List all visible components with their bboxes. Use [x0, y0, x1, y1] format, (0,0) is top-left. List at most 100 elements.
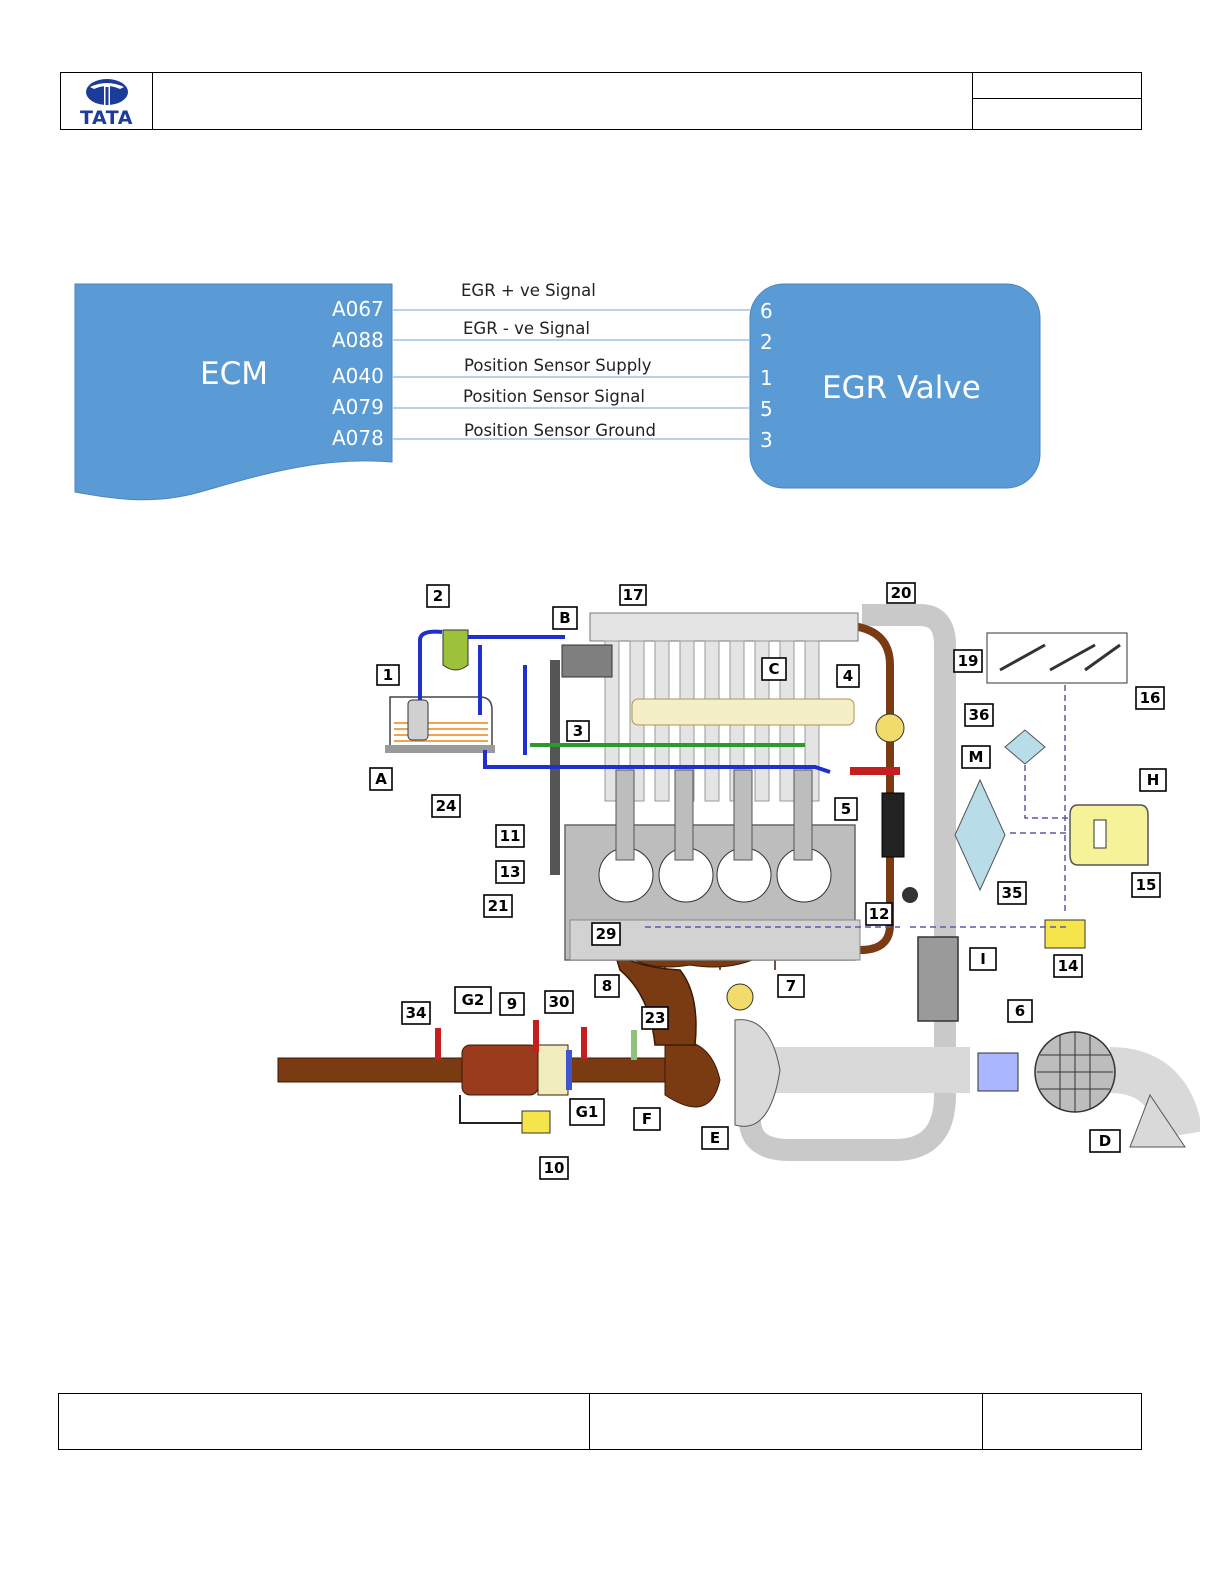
callout-7: 7	[777, 974, 805, 998]
svg-text:A: A	[375, 770, 387, 788]
footer-left-cell	[59, 1394, 590, 1449]
callout-F: F	[633, 1107, 661, 1131]
callout-10: 10	[539, 1156, 569, 1180]
callout-24: 24	[431, 794, 461, 818]
egr-valve-box	[749, 283, 1041, 489]
svg-text:24: 24	[436, 797, 457, 815]
callout-D: D	[1089, 1129, 1121, 1153]
svg-text:2: 2	[433, 587, 443, 605]
maf-sensor	[977, 1052, 1019, 1092]
header-title-cell	[153, 73, 973, 129]
svg-text:12: 12	[869, 905, 890, 923]
intake-manifold	[589, 612, 859, 642]
svg-text:8: 8	[602, 977, 612, 995]
svg-text:29: 29	[596, 925, 617, 943]
ecm-box	[74, 283, 393, 501]
svg-text:7: 7	[786, 977, 796, 995]
fuel-filter	[442, 629, 469, 671]
svg-text:D: D	[1099, 1132, 1111, 1150]
svg-text:11: 11	[500, 827, 521, 845]
callout-29: 29	[591, 922, 621, 946]
fuel-rail	[631, 698, 855, 726]
svg-text:G2: G2	[462, 991, 485, 1009]
callout-19: 19	[953, 649, 983, 673]
svg-text:5: 5	[841, 800, 851, 818]
svg-text:17: 17	[623, 586, 644, 604]
callout-E: E	[701, 1126, 729, 1150]
ecm-pin: A040	[332, 364, 384, 388]
pedal-box	[986, 632, 1128, 684]
header-table: TATA	[60, 72, 1142, 130]
footer-table	[58, 1393, 1142, 1450]
svg-text:14: 14	[1058, 957, 1079, 975]
svg-text:6: 6	[1015, 1002, 1025, 1020]
callout-3: 3	[566, 720, 590, 742]
egr-valve-label: EGR Valve	[822, 370, 981, 406]
signal-label: Position Sensor Supply	[464, 356, 652, 375]
signal-label: Position Sensor Ground	[464, 421, 656, 440]
svg-text:36: 36	[969, 706, 990, 724]
callout-14: 14	[1053, 954, 1083, 978]
callout-M: M	[961, 745, 991, 769]
callout-20: 20	[886, 582, 916, 604]
callout-6: 6	[1007, 999, 1033, 1023]
svg-text:B: B	[559, 609, 570, 627]
signal-label: EGR - ve Signal	[463, 319, 590, 338]
callout-35: 35	[997, 881, 1027, 905]
egr-wiring-diagram: ECM EGR Valve A067 A088 A040 A079 A078 E…	[74, 281, 1041, 501]
callout-23: 23	[641, 1006, 669, 1030]
callout-5: 5	[834, 797, 858, 821]
ecm-pin: A078	[332, 426, 384, 450]
differential-pressure-sensor	[521, 1110, 551, 1134]
callout-34: 34	[401, 1001, 431, 1025]
svg-text:35: 35	[1002, 884, 1023, 902]
svg-text:19: 19	[958, 652, 979, 670]
svg-text:1: 1	[383, 666, 393, 684]
svg-text:30: 30	[549, 993, 570, 1011]
valve-pin: 6	[760, 299, 773, 323]
ecm-label: ECM	[200, 356, 268, 392]
svg-text:20: 20	[891, 584, 912, 602]
svg-text:13: 13	[500, 863, 521, 881]
callout-9: 9	[499, 992, 525, 1016]
callout-17: 17	[619, 584, 647, 606]
callout-4: 4	[836, 664, 860, 688]
callout-15: 15	[1131, 872, 1161, 898]
valve-pin: 5	[760, 397, 773, 421]
egr-pipe	[790, 621, 894, 954]
egr-cooler	[881, 792, 905, 858]
valve-pin: 2	[760, 330, 773, 354]
tata-logo-icon	[86, 79, 128, 105]
svg-text:H: H	[1147, 771, 1160, 789]
intercooler	[917, 936, 959, 1022]
callout-21: 21	[483, 894, 513, 918]
callout-H: H	[1139, 768, 1167, 792]
dpf-g2	[461, 1044, 539, 1096]
svg-text:9: 9	[507, 995, 517, 1013]
footer-center-cell	[590, 1394, 983, 1449]
svg-text:F: F	[642, 1110, 652, 1128]
intake-path	[739, 604, 1200, 1161]
header-code-bottom	[973, 99, 1141, 129]
header-code-top	[973, 73, 1141, 99]
svg-text:3: 3	[573, 722, 583, 740]
callout-30: 30	[544, 990, 574, 1014]
callout-36: 36	[964, 703, 994, 727]
callout-C: C	[761, 657, 787, 681]
valve-pin: 3	[760, 428, 773, 452]
svg-text:M: M	[969, 748, 984, 766]
svg-text:4: 4	[843, 667, 853, 685]
callout-G2: G2	[454, 986, 492, 1014]
ecm-pin: A067	[332, 297, 384, 321]
svg-text:16: 16	[1140, 689, 1161, 707]
callout-G1: G1	[569, 1098, 605, 1126]
callout-2: 2	[426, 584, 450, 608]
callout-16: 16	[1135, 686, 1165, 710]
svg-text:23: 23	[645, 1009, 666, 1027]
footer-right-cell	[983, 1394, 1141, 1449]
svg-text:I: I	[980, 950, 986, 968]
callout-I: I	[969, 947, 997, 971]
callout-12: 12	[865, 902, 893, 926]
valve-pin: 1	[760, 366, 773, 390]
wires	[392, 309, 750, 440]
